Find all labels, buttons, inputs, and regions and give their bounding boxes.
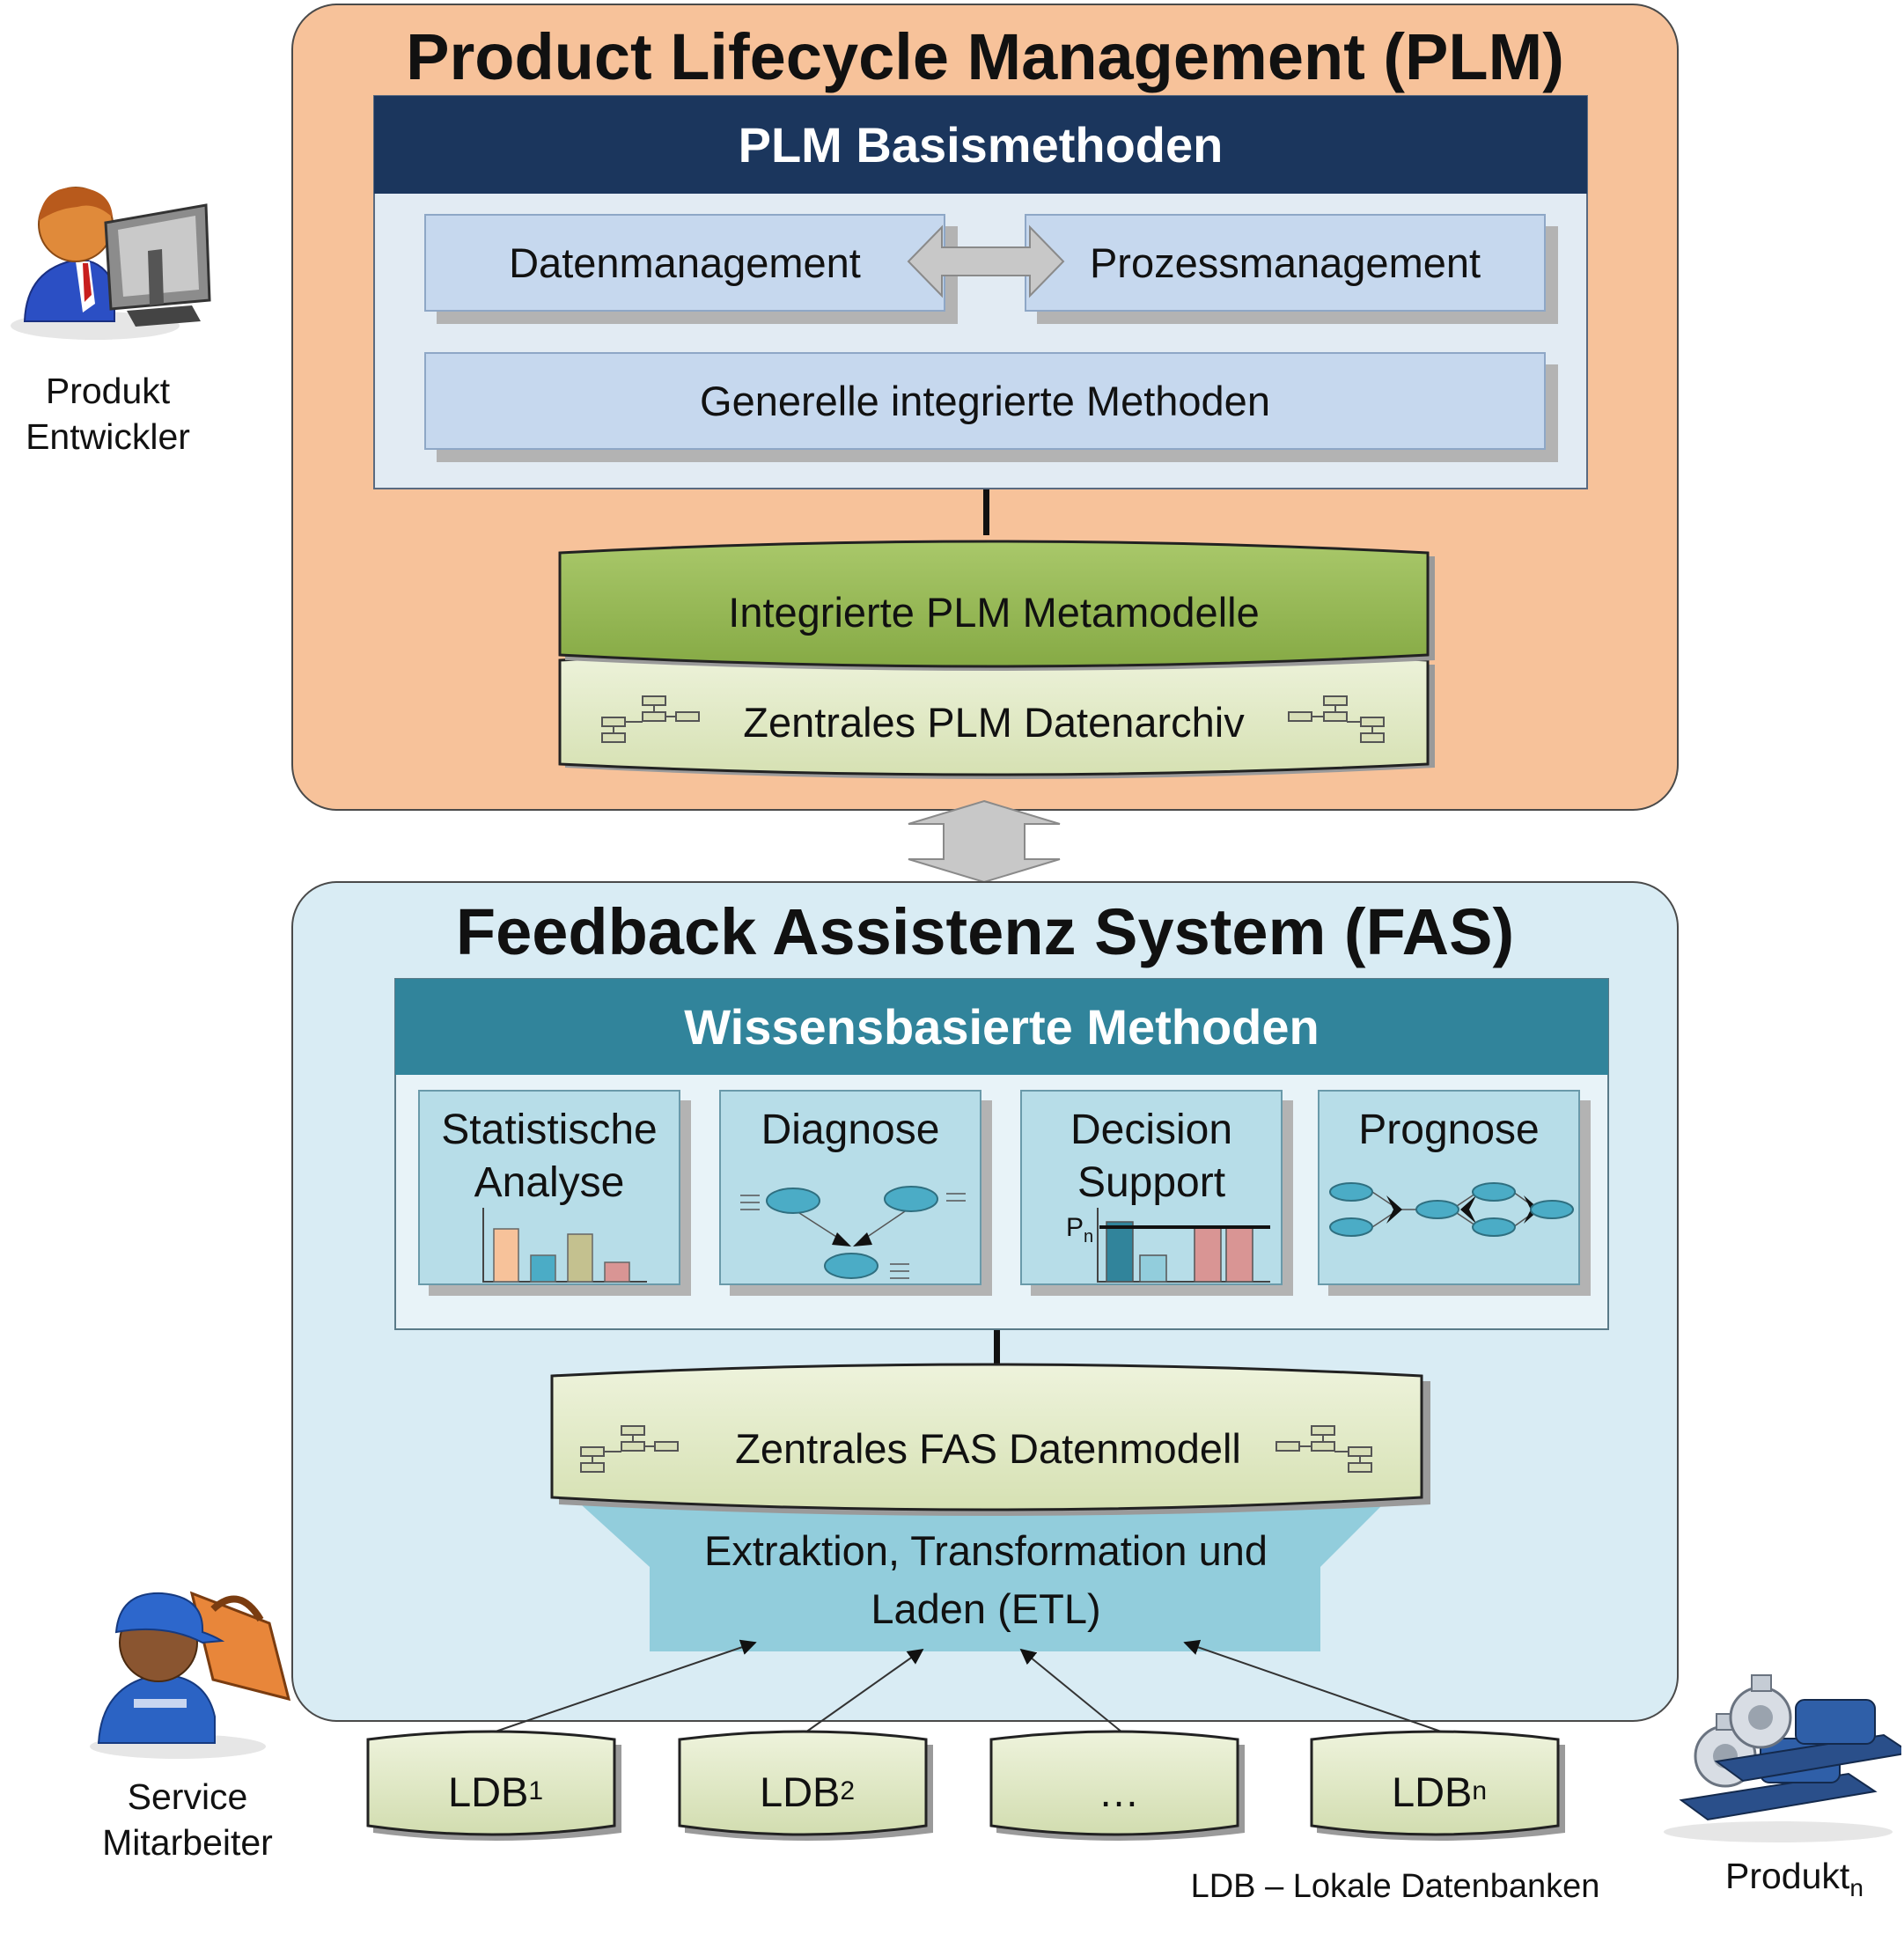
prognose-label: Prognose — [1358, 1107, 1540, 1153]
prozessmanagement-box: Prozessmanagement — [1025, 214, 1546, 312]
service-label: Service Mitarbeiter — [102, 1776, 273, 1863]
plm-title: Product Lifecycle Management (PLM) — [406, 19, 1564, 93]
diagnose-label: Diagnose — [761, 1107, 940, 1153]
tree-structure-icon — [601, 695, 700, 743]
statistische-analyse-box: Statistische Analyse — [418, 1090, 680, 1285]
fas-datenmodell-cylinder — [550, 1363, 1430, 1516]
fas-datenmodell-label: Zentrales FAS Datenmodell — [735, 1424, 1241, 1472]
decision-label-line2: Support — [1077, 1159, 1226, 1206]
decision-marker-label: Pn — [1066, 1213, 1094, 1247]
ldb-legend: LDB – Lokale Datenbanken — [1190, 1868, 1600, 1905]
generelle-methoden-box: Generelle integrierte Methoden — [424, 352, 1546, 450]
metamodelle-label: Integrierte PLM Metamodelle — [728, 588, 1260, 636]
plm-database-cylinders — [558, 540, 1435, 779]
decision-support-box: Decision Support Pn — [1020, 1090, 1283, 1285]
tree-structure-icon — [1275, 1425, 1372, 1473]
decision-label-line1: Decision — [1070, 1107, 1233, 1153]
statistische-label-line1: Statistische — [441, 1107, 658, 1153]
datenmanagement-box: Datenmanagement — [424, 214, 945, 312]
fas-title: Feedback Assistenz System (FAS) — [455, 894, 1515, 968]
datenmanagement-label: Datenmanagement — [509, 239, 861, 286]
etl-funnel-shape — [572, 1496, 1391, 1651]
fas-connector-line — [994, 1330, 1000, 1365]
plm-connector-line — [983, 489, 989, 535]
developer-at-computer-icon — [11, 187, 211, 340]
statistische-label-line2: Analyse — [474, 1159, 625, 1206]
etl-label-line2: Laden (ETL) — [871, 1585, 1101, 1632]
bidirectional-arrow-icon — [907, 224, 1065, 298]
etl-label: Extraktion, Transformation und Laden (ET… — [616, 1519, 1356, 1642]
generelle-methoden-label: Generelle integrierte Methoden — [700, 378, 1270, 424]
ldb-ellipsis-label: … — [1098, 1768, 1140, 1815]
tree-structure-icon — [1288, 695, 1385, 743]
plm-basis-header: PLM Basismethoden — [374, 96, 1587, 194]
prozessmanagement-label: Prozessmanagement — [1089, 239, 1481, 286]
tree-structure-icon — [580, 1425, 679, 1473]
bar-chart-icon — [482, 1208, 647, 1283]
prognose-flow-icon — [1329, 1182, 1574, 1237]
pump-product-icon — [1664, 1674, 1901, 1842]
prognose-box: Prognose — [1318, 1090, 1580, 1285]
decision-chart-icon — [1097, 1208, 1270, 1283]
diagnose-box: Diagnose — [719, 1090, 981, 1285]
service-technician-icon — [90, 1591, 291, 1759]
fas-methods-header: Wissensbasierte Methoden — [395, 979, 1608, 1075]
entwickler-label: Produkt Entwickler — [26, 371, 190, 457]
diagnose-graph-icon — [740, 1186, 966, 1279]
ldb-cylinders — [366, 1730, 1565, 1841]
produkt-label: Produktn — [1725, 1856, 1864, 1902]
vertical-bidirectional-arrow-icon — [908, 799, 1061, 884]
datenarchiv-label: Zentrales PLM Datenarchiv — [743, 698, 1245, 746]
etl-label-line1: Extraktion, Transformation und — [703, 1527, 1268, 1574]
